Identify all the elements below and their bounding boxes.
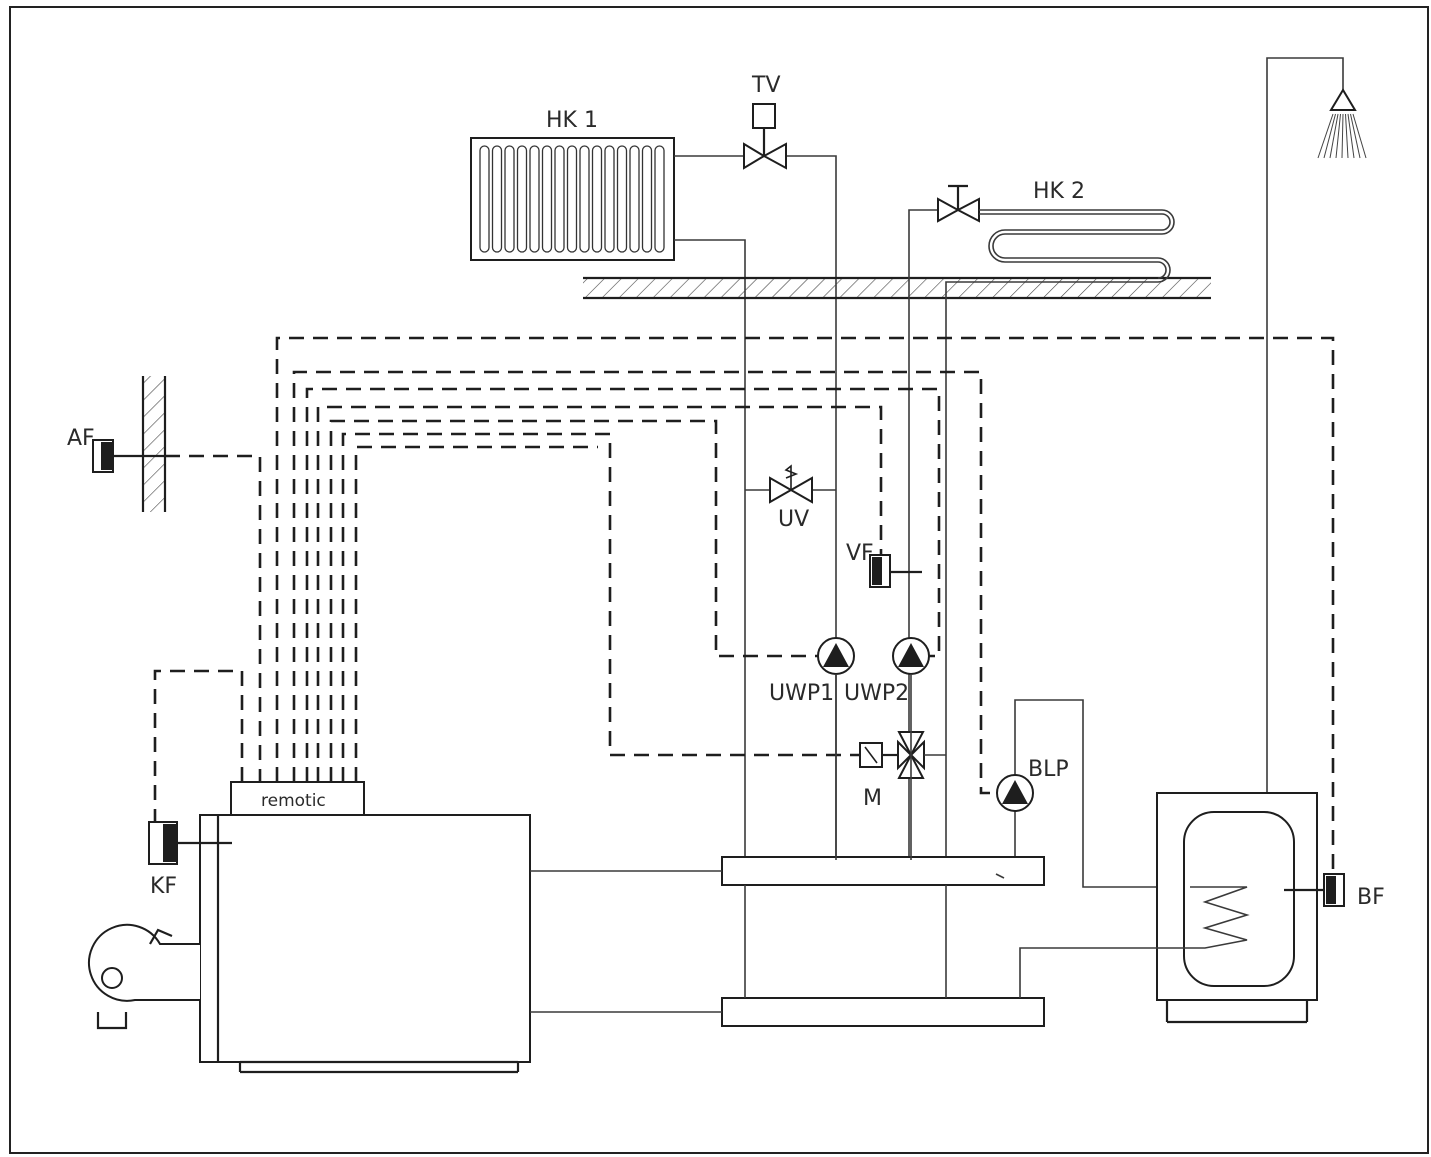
manifold-mark <box>995 873 1005 879</box>
shower-spray-line <box>1347 113 1355 159</box>
radiator-fin <box>479 145 490 253</box>
uwp2-pump-icon <box>892 637 930 675</box>
shower-spray-line <box>1350 113 1361 159</box>
shower-spray-line <box>1329 113 1339 159</box>
tank-heat-exchanger-coil <box>1019 886 1250 998</box>
radiator-fin <box>554 145 565 253</box>
supply-manifold <box>721 856 1045 886</box>
radiator-fin <box>616 145 628 253</box>
kf-sensor-icon <box>148 821 232 865</box>
label-remotic: remotic <box>261 791 326 811</box>
radiator-fin <box>529 145 540 253</box>
vf-sensor-icon <box>869 554 922 588</box>
label-uwp1: UWP1 <box>769 681 834 706</box>
label-hk2: HK 2 <box>1033 179 1085 204</box>
dhw-storage-tank <box>1156 792 1318 1024</box>
uv-valve-icon <box>769 464 813 504</box>
af-sensor-icon <box>92 439 165 473</box>
tv-valve-icon <box>743 103 787 170</box>
radiator-fin <box>641 145 653 253</box>
shower-spray-line <box>1317 113 1334 159</box>
shower-head-icon <box>1317 88 1367 159</box>
burner-fan-icon <box>88 923 200 1030</box>
pipe-blp-supply <box>1014 699 1190 888</box>
shower-spray-line <box>1341 113 1344 159</box>
radiator-fin <box>504 145 515 253</box>
label-af: AF <box>67 426 95 451</box>
label-blp: BLP <box>1028 757 1069 782</box>
radiator-fin <box>566 145 578 253</box>
drawing-frame <box>9 6 1429 1154</box>
radiator-fin <box>579 145 590 253</box>
shower-spray-line <box>1345 113 1349 159</box>
radiator-fin <box>604 145 615 253</box>
hk2-floor-coil-inner <box>979 213 1171 279</box>
radiator-fin <box>491 145 503 253</box>
shower-spray-line <box>1352 113 1367 159</box>
label-uv: UV <box>778 507 809 532</box>
remotic-controller <box>230 781 365 816</box>
pipe-tv-to-uwp1 <box>786 155 837 860</box>
radiator-fin <box>654 145 665 253</box>
outdoor-wall <box>141 376 167 512</box>
label-kf: KF <box>150 874 177 899</box>
radiator-fin <box>541 145 553 253</box>
boiler <box>199 814 531 1074</box>
shower-spray-line <box>1335 113 1341 159</box>
hk2-valve-icon <box>937 184 980 223</box>
label-tv: TV <box>751 73 781 98</box>
label-m: M <box>863 786 882 811</box>
radiator-fin <box>516 145 528 253</box>
label-hk1: HK 1 <box>546 108 598 133</box>
blp-pump-icon <box>996 774 1034 812</box>
shower-spray-line <box>1323 113 1336 159</box>
pipe-dhw-outlet <box>1266 57 1344 793</box>
radiator-hk1 <box>470 137 675 261</box>
label-bf: BF <box>1357 885 1385 910</box>
bf-sensor-icon <box>1284 873 1345 907</box>
m-motor-icon <box>859 742 898 768</box>
return-manifold <box>721 997 1045 1027</box>
control-wiring <box>153 336 1335 874</box>
radiator-fin <box>591 145 603 253</box>
uwp1-pump-icon <box>817 637 855 675</box>
label-uwp2: UWP2 <box>844 681 909 706</box>
floor-slab <box>583 276 1211 300</box>
hk2-floor-coil <box>945 209 1175 860</box>
label-vf: VF <box>846 541 874 566</box>
radiator-fin <box>629 145 640 253</box>
pipe-hk1-return <box>674 239 746 860</box>
